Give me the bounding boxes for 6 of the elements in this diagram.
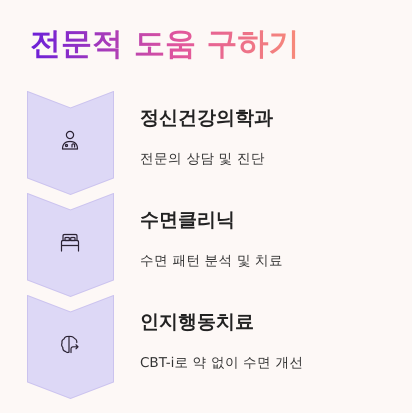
step-description: 전문의 상담 및 진단: [140, 150, 265, 169]
step-heading: 수면클리닉: [140, 208, 235, 233]
step-description: 수면 패턴 분석 및 치료: [140, 252, 284, 271]
step-heading: 정신건강의학과: [140, 106, 273, 131]
step-heading: 인지행동치료: [140, 310, 254, 335]
step-description: CBT-i로 약 없이 수면 개선: [140, 354, 304, 373]
